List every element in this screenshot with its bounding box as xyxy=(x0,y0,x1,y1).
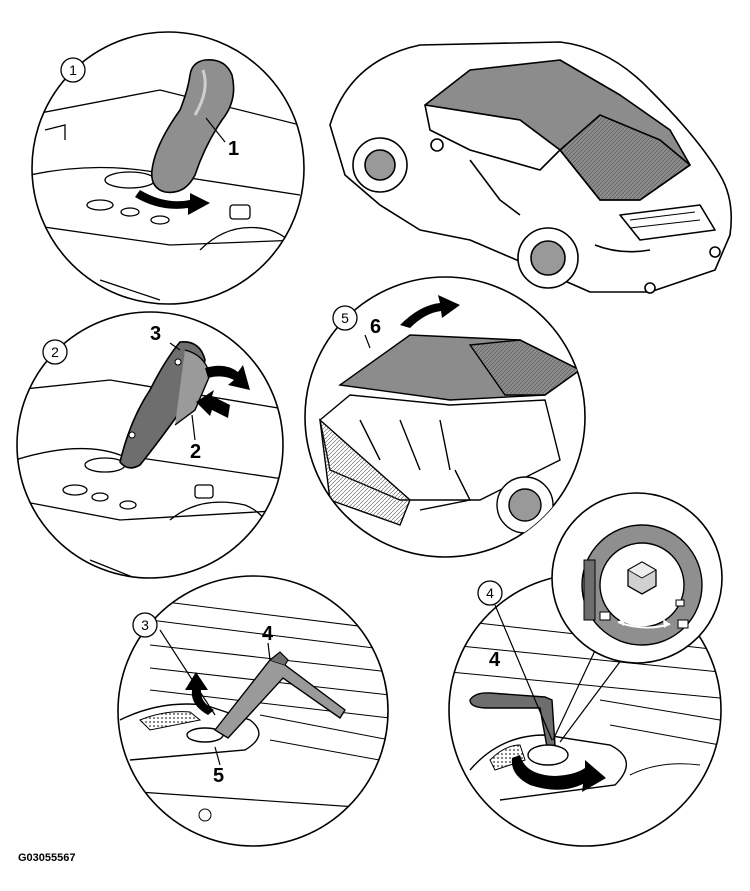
step-5-detail xyxy=(304,276,586,558)
convertible-car-illustration xyxy=(329,41,733,294)
figure-code: G03055567 xyxy=(18,852,76,864)
curved-arrow-icon xyxy=(205,365,250,390)
svg-text:3: 3 xyxy=(141,617,149,633)
release-handle-part xyxy=(150,58,235,194)
step-number-5: 5 xyxy=(332,305,358,331)
step-number-3: 3 xyxy=(132,612,158,638)
callout-lines xyxy=(159,117,553,766)
socket-inset-detail xyxy=(551,492,723,664)
step-number-2: 2 xyxy=(42,339,68,365)
step-1-detail xyxy=(31,31,305,305)
svg-text:2: 2 xyxy=(51,344,59,360)
step-number-1: 1 xyxy=(60,57,86,83)
part-label-4: 4 xyxy=(262,623,274,645)
step-2-detail xyxy=(16,311,284,579)
rotate-arrow-icon xyxy=(135,190,210,215)
svg-text:4: 4 xyxy=(486,585,494,601)
step-number-4: 4 xyxy=(477,580,503,606)
part-label-2: 2 xyxy=(190,441,201,463)
part-label-3: 3 xyxy=(150,323,161,345)
part-label-6: 6 xyxy=(370,316,381,338)
part-label-4b: 4 xyxy=(489,649,501,671)
part-label-1: 1 xyxy=(228,138,239,160)
svg-text:1: 1 xyxy=(69,62,77,78)
roof-lift-arrow-icon xyxy=(400,295,460,328)
push-arrow-icon xyxy=(196,390,230,418)
part-label-5: 5 xyxy=(213,765,224,787)
step-3-detail xyxy=(117,575,389,847)
turn-arrow-icon xyxy=(511,755,606,792)
svg-text:5: 5 xyxy=(341,310,349,326)
up-arrow-icon xyxy=(185,672,214,715)
